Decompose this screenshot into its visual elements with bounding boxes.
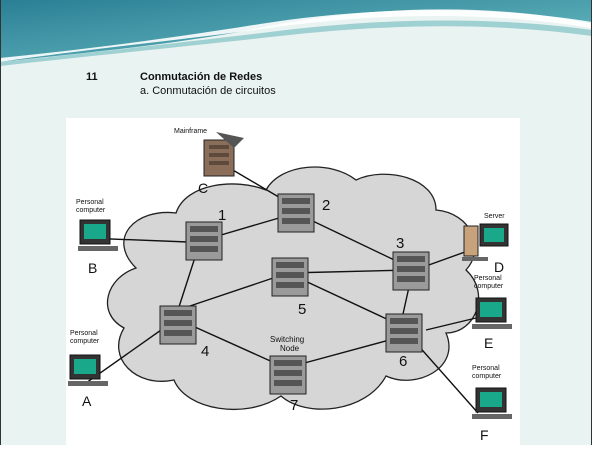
- switching-node-label: Switching: [270, 335, 304, 344]
- station-label-a: A: [82, 393, 92, 409]
- server-label: Server: [484, 213, 505, 220]
- personal-computer-b-icon: [78, 219, 118, 251]
- mainframe-icon: [203, 132, 244, 177]
- pc-e-label-1: Personal: [474, 275, 502, 282]
- server-d-icon: [462, 223, 509, 261]
- slide-title: Conmutación de Redes: [140, 71, 263, 83]
- switching-node-7: [269, 355, 307, 395]
- switching-node-label-2: Node: [280, 344, 300, 353]
- station-label-d: D: [494, 259, 504, 275]
- network-diagram: 1 2 3 4 5 6 7 Switching Node Mainframe C…: [66, 118, 520, 445]
- pc-e-label-2: computer: [474, 283, 504, 290]
- pc-f-label-1: Personal: [472, 365, 500, 372]
- switching-node-5: [271, 257, 309, 297]
- switching-node-3: [392, 251, 430, 291]
- personal-computer-e-icon: [472, 297, 512, 329]
- switching-node-2: [277, 193, 315, 233]
- pc-f-label-2: computer: [472, 373, 502, 380]
- station-label-c: C: [198, 180, 208, 196]
- node-number-3: 3: [396, 235, 404, 252]
- node-number-7: 7: [290, 397, 298, 414]
- station-label-e: E: [484, 335, 493, 351]
- pc-b-label-1: Personal: [76, 199, 104, 206]
- personal-computer-f-icon: [472, 387, 512, 419]
- pc-b-label-2: computer: [76, 207, 106, 214]
- pc-a-label-1: Personal: [70, 330, 98, 337]
- node-number-2: 2: [322, 197, 330, 214]
- mainframe-label: Mainframe: [174, 128, 207, 135]
- node-number-4: 4: [201, 343, 209, 360]
- pc-a-label-2: computer: [70, 338, 100, 345]
- node-number-5: 5: [298, 301, 306, 318]
- node-number-1: 1: [218, 207, 226, 224]
- station-label-b: B: [88, 260, 97, 276]
- switching-node-4: [159, 305, 197, 345]
- switching-node-1: [185, 221, 223, 261]
- slide-subtitle: a. Conmutación de circuitos: [140, 85, 276, 97]
- header-banner: [0, 0, 592, 66]
- station-label-f: F: [480, 427, 489, 443]
- slide-number: 11: [86, 71, 98, 83]
- switching-node-6: [385, 313, 423, 353]
- personal-computer-a-icon: [68, 354, 108, 386]
- node-number-6: 6: [399, 353, 407, 370]
